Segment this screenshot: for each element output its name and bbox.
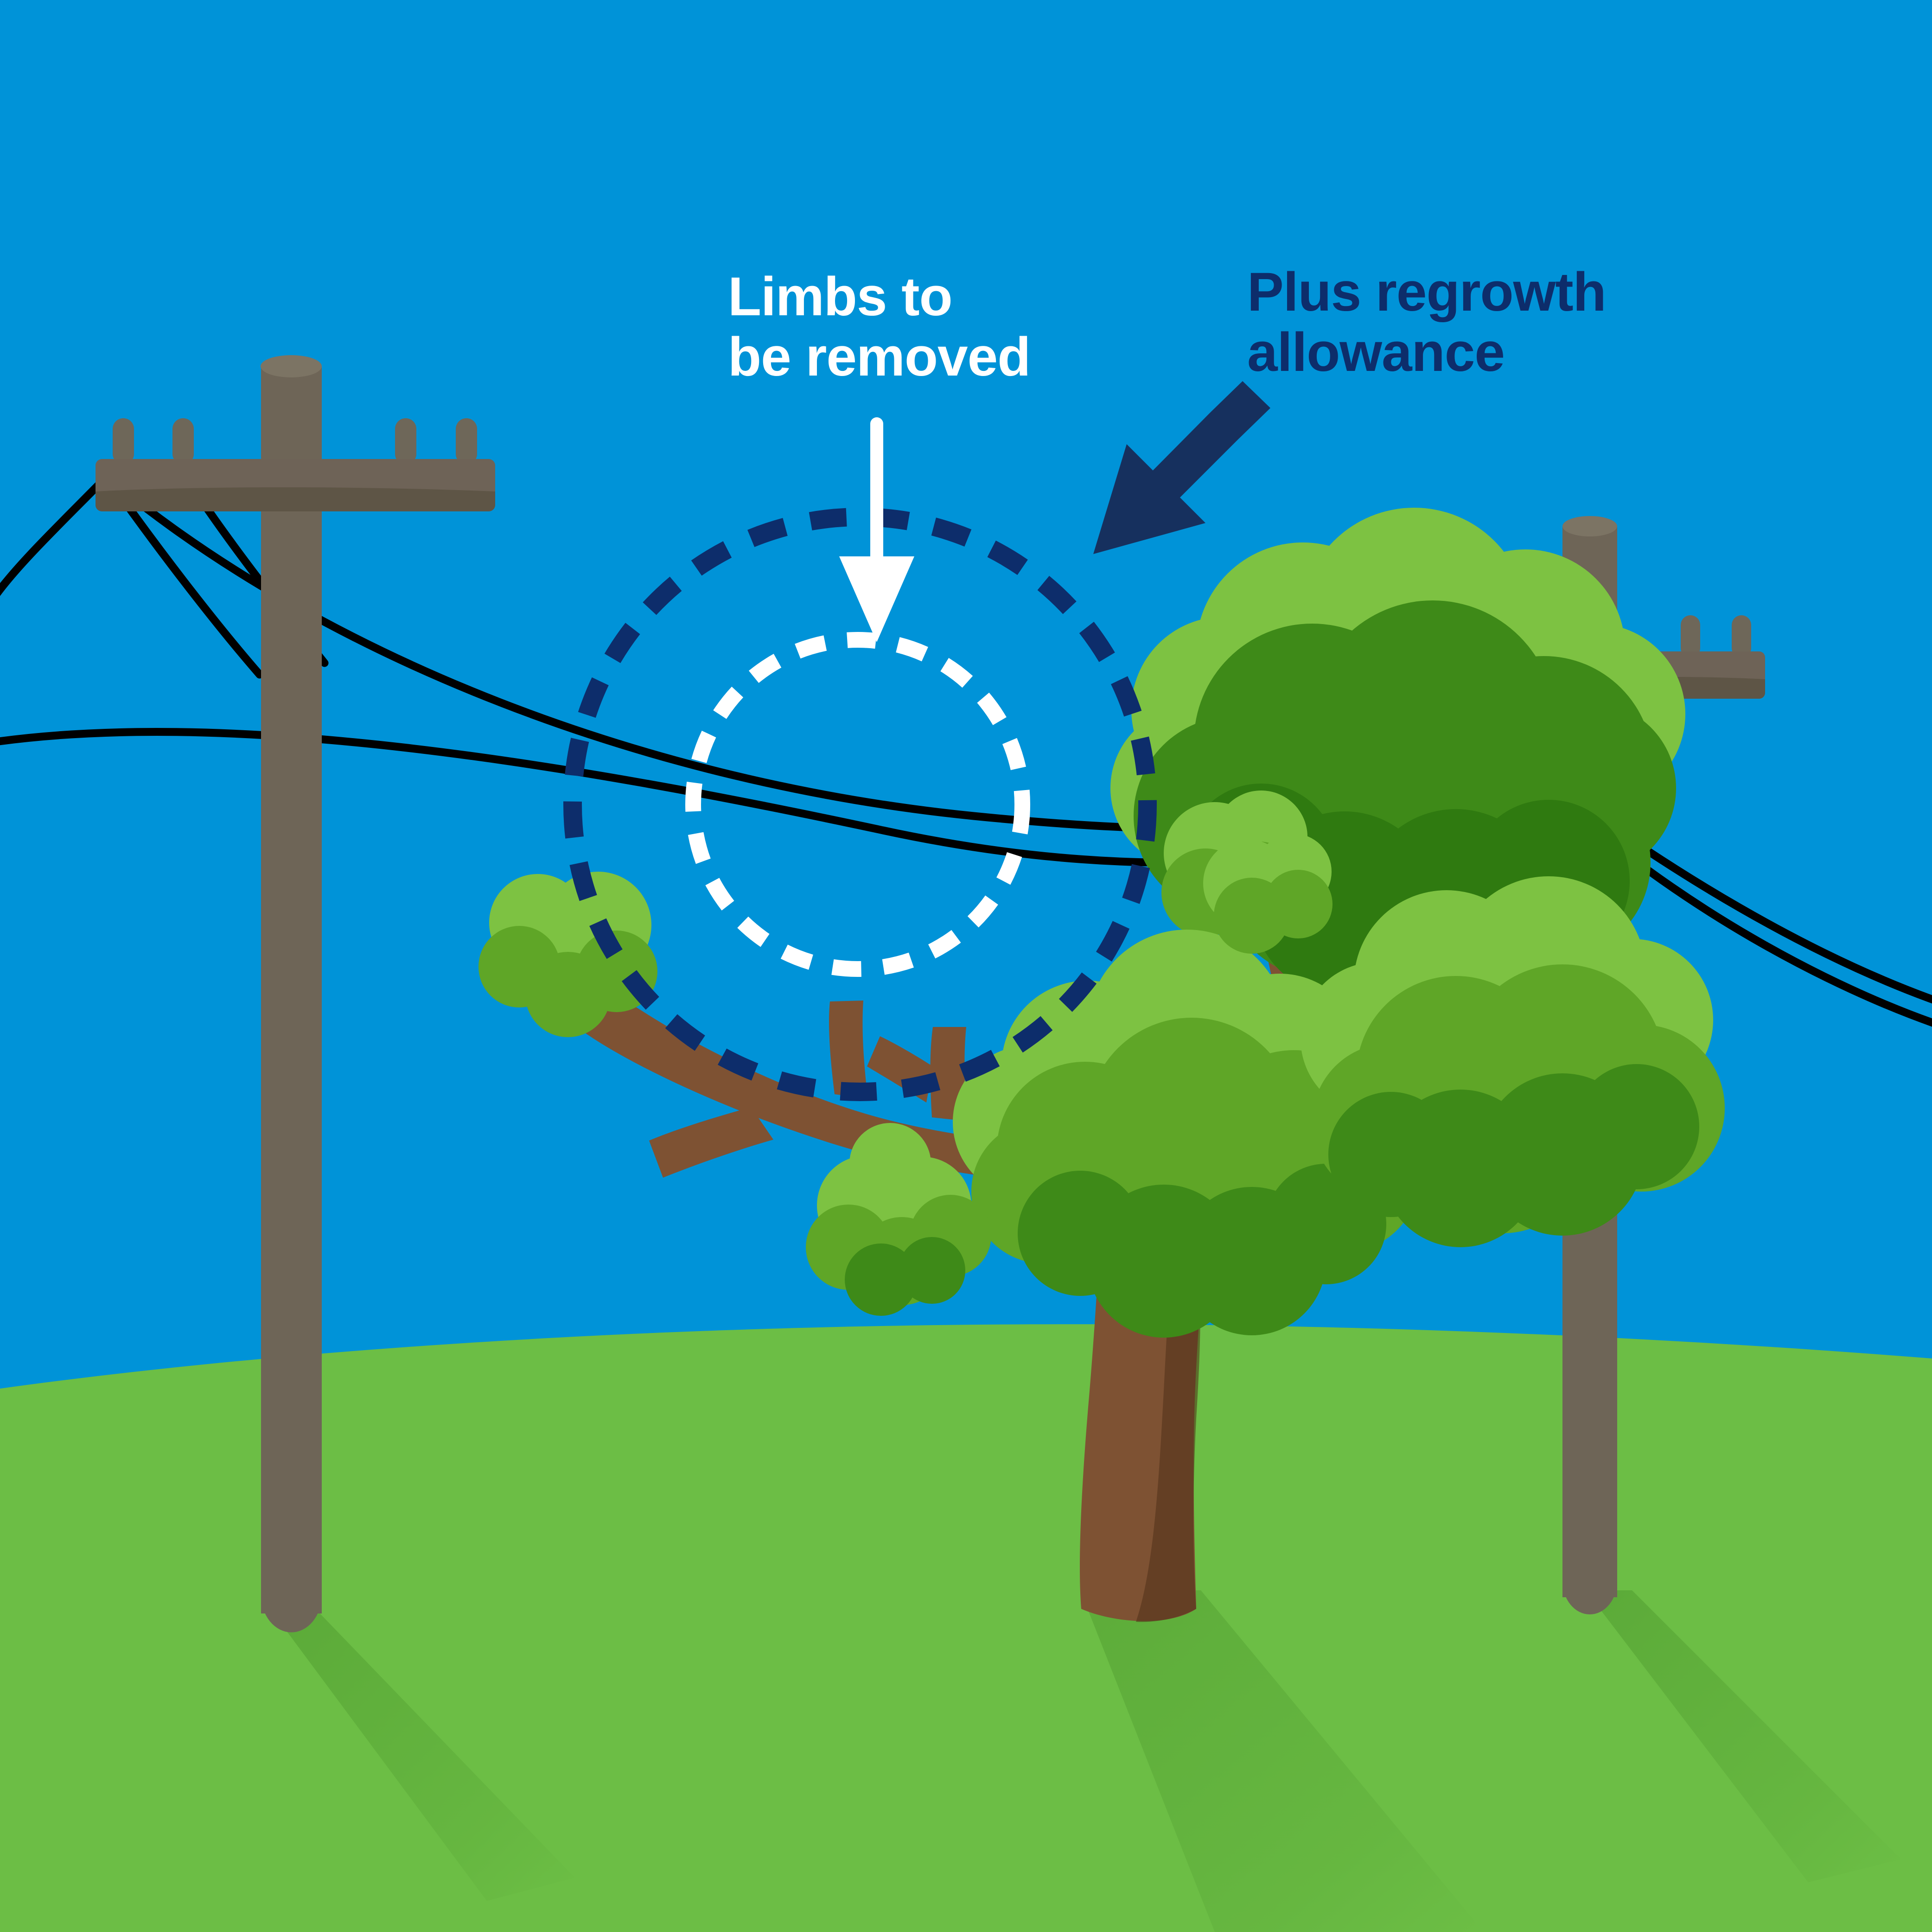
ground-shadows <box>274 1590 1901 1932</box>
canopy-dark-lobes <box>1328 1064 1699 1247</box>
pole-shaft <box>261 366 322 1613</box>
limbs-to-be-removed-label: Limbs to be removed <box>728 266 1031 388</box>
left-pole-shadow <box>274 1613 575 1901</box>
arrow-down-left-icon <box>1093 381 1270 554</box>
branch-twig-a <box>829 1001 868 1099</box>
arrow-down-icon <box>839 417 914 642</box>
canopy-cluster-lower-left <box>806 1123 991 1316</box>
canopy-dark-lobes <box>845 1237 965 1316</box>
canopy-cluster-small-top <box>1203 834 1333 954</box>
canopy-cluster-right <box>1301 876 1725 1247</box>
insulator <box>456 418 477 465</box>
pole-base <box>261 1576 322 1632</box>
pole-cap <box>261 355 322 377</box>
limbs-label-line1: Limbs to <box>728 266 952 327</box>
pole-cap <box>1562 516 1617 536</box>
grass-ground <box>0 1324 1932 1932</box>
pole-base <box>1562 1562 1617 1614</box>
plus-regrowth-allowance-label: Plus regrowth allowance <box>1247 261 1607 383</box>
inner-clearance-circle <box>685 632 1030 977</box>
outer-regrowth-circle <box>563 508 1157 1101</box>
utility-pole-left <box>96 355 495 1632</box>
insulator <box>172 418 194 465</box>
crossarm-shade <box>96 487 495 511</box>
tree <box>478 508 1725 1622</box>
wire-left-upper-out <box>0 472 111 596</box>
canopy-cluster-left-small <box>478 872 657 1037</box>
regrowth-label-line2: allowance <box>1247 322 1505 383</box>
insulator <box>113 418 134 465</box>
limbs-label-line2: be removed <box>728 326 1030 388</box>
right-pole-shadow <box>1586 1590 1901 1882</box>
insulator <box>395 418 416 465</box>
tree-shadow <box>1080 1590 1484 1932</box>
insulator <box>1732 615 1751 658</box>
insulator <box>1681 615 1700 658</box>
canopy-mid-lobes <box>1214 870 1333 954</box>
regrowth-label-line1: Plus regrowth <box>1247 261 1606 323</box>
branch-left-fork <box>649 1107 773 1178</box>
